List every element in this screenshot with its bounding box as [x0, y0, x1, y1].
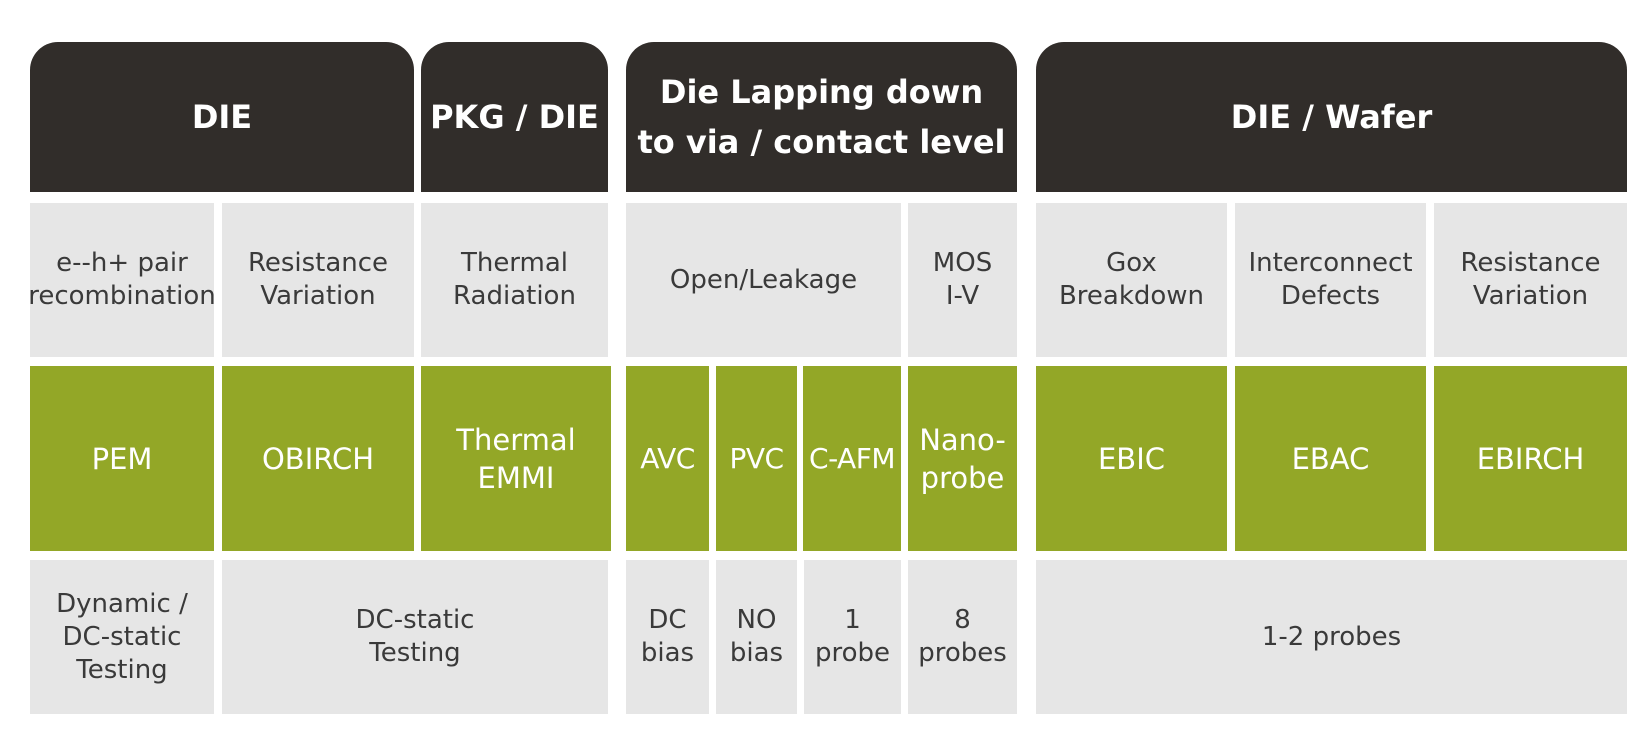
condition-one-probe: 1 probe	[804, 560, 901, 714]
mechanism-ehpair: e--h+ pair recombination	[28, 203, 216, 357]
technique-thermal-emmi: Thermal EMMI	[421, 366, 611, 551]
mechanism-interconnect-defects: Interconnect Defects	[1235, 203, 1426, 357]
technique-pem: PEM	[30, 366, 214, 551]
technique-avc: AVC	[626, 366, 709, 551]
condition-one-two-probes: 1-2 probes	[1036, 560, 1627, 714]
header-pkg-die: PKG / DIE	[421, 42, 608, 192]
mechanism-resistance-variation-2: Resistance Variation	[1434, 203, 1627, 357]
condition-dc-bias: DC bias	[626, 560, 709, 714]
technique-cafm: C-AFM	[803, 366, 901, 551]
mechanism-thermal-radiation: Thermal Radiation	[421, 203, 608, 357]
mechanism-open-leakage: Open/Leakage	[626, 203, 901, 357]
condition-dynamic-dc: Dynamic / DC-static Testing	[30, 560, 214, 714]
header-die: DIE	[30, 42, 414, 192]
header-die-lapping: Die Lapping down to via / contact level	[626, 42, 1017, 192]
technique-ebac: EBAC	[1235, 366, 1426, 551]
technique-nanoprobe: Nano- probe	[908, 366, 1017, 551]
condition-no-bias: NO bias	[716, 560, 797, 714]
technique-obirch: OBIRCH	[222, 366, 414, 551]
header-die-wafer: DIE / Wafer	[1036, 42, 1627, 192]
mechanism-gox-breakdown: Gox Breakdown	[1036, 203, 1227, 357]
mechanism-resistance-variation: Resistance Variation	[222, 203, 414, 357]
condition-dc-static: DC-static Testing	[222, 560, 608, 714]
condition-eight-probes: 8 probes	[908, 560, 1017, 714]
technique-ebirch: EBIRCH	[1434, 366, 1627, 551]
technique-pvc: PVC	[716, 366, 797, 551]
mechanism-mos-iv: MOS I-V	[908, 203, 1017, 357]
technique-ebic: EBIC	[1036, 366, 1227, 551]
